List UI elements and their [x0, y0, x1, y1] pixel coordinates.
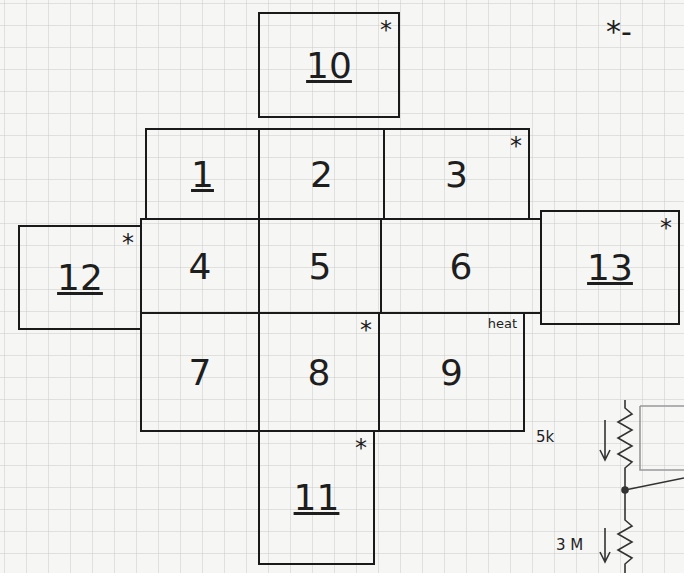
square-note: *: [510, 132, 522, 160]
square-number: 9: [440, 352, 463, 393]
square-number: 4: [189, 246, 212, 287]
resistor-sketch: [600, 400, 684, 573]
numbered-square: 5: [258, 218, 382, 314]
square-number: 11: [294, 477, 340, 518]
square-number: 12: [57, 257, 103, 298]
numbered-square: 11 *: [258, 430, 375, 565]
square-number: 5: [309, 246, 332, 287]
numbered-square: 4: [140, 218, 260, 314]
square-number: 3: [445, 154, 468, 195]
numbered-square: 8*: [258, 312, 380, 432]
square-number: 10: [306, 45, 352, 86]
numbered-square: 13 *: [540, 210, 680, 325]
square-number: 2: [310, 154, 333, 195]
square-note: *: [380, 16, 392, 44]
square-note: *: [660, 214, 672, 242]
square-number: 6: [450, 246, 473, 287]
square-number: 8: [308, 352, 331, 393]
numbered-square: 9 heat: [378, 312, 525, 432]
numbered-square: 1: [145, 128, 260, 220]
square-number: 13: [587, 247, 633, 288]
numbered-square: 3*: [383, 128, 530, 220]
square-note: *: [355, 434, 367, 462]
numbered-square: 6: [380, 218, 542, 314]
note-label: 5k: [536, 428, 554, 446]
note-label: 3 M: [556, 536, 583, 554]
square-note: heat: [488, 316, 517, 331]
square-number: 7: [189, 352, 212, 393]
numbered-square: 10 *: [258, 12, 400, 118]
square-number: 1: [191, 154, 214, 195]
square-note: *: [360, 316, 372, 344]
numbered-square: 7: [140, 312, 260, 432]
numbered-square: 12 *: [18, 225, 142, 330]
square-note: *: [122, 229, 134, 257]
numbered-square: 2: [258, 128, 385, 220]
note-label: *-: [606, 14, 632, 49]
